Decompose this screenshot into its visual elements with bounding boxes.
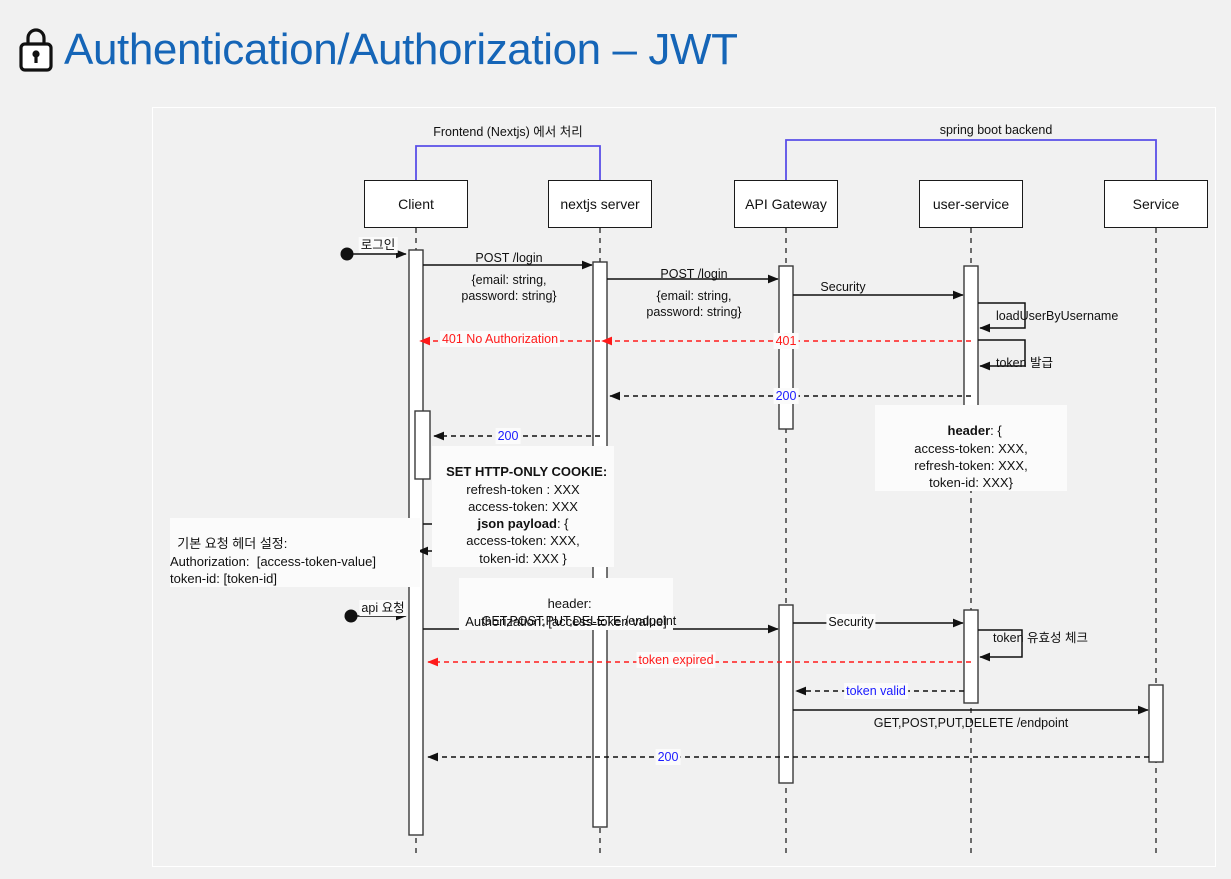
message-label-security-2: Security [826, 614, 876, 630]
message-label-post-login-1: POST /login [475, 251, 543, 265]
message-label-token-expired: token expired [636, 652, 716, 668]
participant-label: Service [1132, 196, 1180, 212]
participant-label: nextjs server [560, 196, 640, 212]
group-label-backend: spring boot backend [939, 123, 1053, 137]
message-label-endpoint-2: GET,POST,PUT,DELETE /endpoint [873, 716, 1069, 730]
note-request-header-text: header: Authorization: [access-token val… [465, 596, 667, 629]
lock-icon [19, 28, 53, 72]
message-label-api-request: api 요청 [359, 600, 407, 616]
participant-user-service[interactable]: user-service [919, 180, 1023, 228]
message-label-token-valid: token valid [844, 683, 908, 699]
diagram-frame [152, 107, 1216, 867]
participant-client[interactable]: Client [364, 180, 468, 228]
message-label-load-user-by-username: loadUserByUsername [996, 309, 1119, 323]
message-label-401: 401 [773, 333, 799, 349]
note-header-tokens-text: header: { access-token: XXX, refresh-tok… [914, 423, 1028, 491]
participant-nextjs-server[interactable]: nextjs server [548, 180, 652, 228]
message-arrows [347, 249, 1149, 715]
message-label-200-gateway: 200 [773, 388, 799, 404]
message-label-token-issue: token 발급 [996, 356, 1054, 370]
group-bracket-frontend [415, 145, 601, 206]
note-default-header-text: 기본 요청 헤더 설정: Authorization: [access-toke… [170, 536, 376, 586]
message-label-security-1: Security [820, 280, 866, 294]
group-label-frontend: Frontend (Nextjs) 에서 처리 [433, 125, 583, 139]
message-label-401-no-authorization: 401 No Authorization [439, 331, 561, 347]
message-label-200-final: 200 [655, 749, 681, 765]
message-note-credentials-2: {email: string, password: string} [646, 289, 742, 319]
message-label-post-login-2: POST /login [660, 267, 728, 281]
group-bracket-backend [785, 139, 1157, 206]
message-label-token-validity-check: token 유효성 체크 [993, 631, 1089, 645]
message-label-200-nextjs: 200 [495, 428, 521, 444]
page-title: Authentication/Authorization – JWT [64, 25, 738, 74]
note-default-request-header: 기본 요청 헤더 설정: Authorization: [access-toke… [170, 518, 420, 588]
note-cookie-text: SET HTTP-ONLY COOKIE: refresh-token : XX… [446, 464, 608, 566]
participant-label: user-service [932, 196, 1010, 212]
participant-label: Client [398, 196, 434, 212]
message-label-login: 로그인 [358, 237, 398, 253]
note-request-header-authorization: header: Authorization: [access-token val… [459, 578, 673, 630]
participant-label: API Gateway [745, 196, 827, 212]
page-title-bar: Authentication/Authorization – JWT [0, 0, 1231, 100]
message-label-endpoint-1: GET,POST,PUT,DELETE /endpoint [481, 614, 677, 628]
note-set-http-only-cookie: SET HTTP-ONLY COOKIE: refresh-token : XX… [432, 446, 614, 567]
participant-service[interactable]: Service [1104, 180, 1208, 228]
note-header-tokens: header: { access-token: XXX, refresh-tok… [875, 405, 1067, 492]
participant-api-gateway[interactable]: API Gateway [734, 180, 838, 228]
message-note-credentials-1: {email: string, password: string} [461, 273, 557, 303]
